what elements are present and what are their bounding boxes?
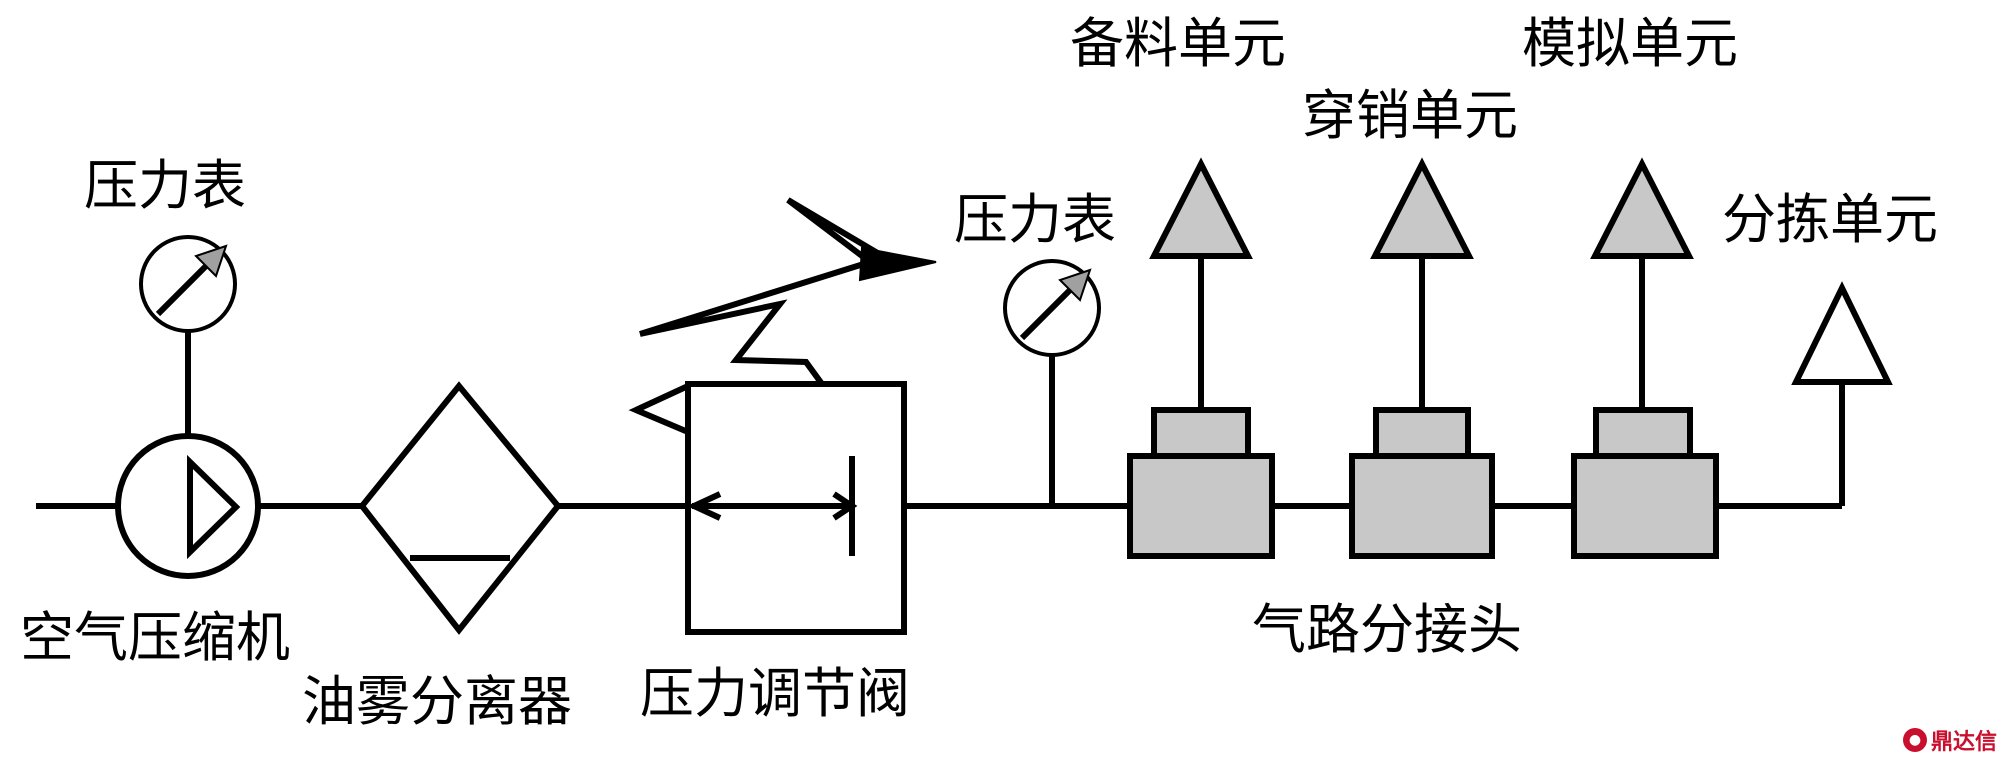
- label-unit-sim: 模拟单元: [1522, 12, 1738, 75]
- label-oil-mist-separator: 油雾分离器: [302, 670, 572, 733]
- label-pressure-gauge-right: 压力表: [954, 188, 1116, 251]
- label-pressure-regulator: 压力调节阀: [640, 662, 910, 725]
- main-air-line: [36, 382, 1845, 509]
- watermark-text: 鼎达信: [1930, 730, 1997, 755]
- air-compressor-symbol: [115, 433, 261, 579]
- label-unit-sort: 分拣单元: [1722, 188, 1938, 251]
- watermark-logo-icon: ●: [1902, 728, 1927, 752]
- label-air-manifold: 气路分接头: [1252, 598, 1522, 661]
- oil-mist-separator-symbol: [358, 381, 562, 635]
- label-unit-pin: 穿销单元: [1302, 84, 1518, 147]
- air-manifold-3: [1571, 157, 1719, 559]
- pressure-gauge-left: [139, 235, 237, 436]
- pressure-gauge-right: [1003, 259, 1101, 506]
- air-manifold-1: [1127, 157, 1275, 559]
- label-pressure-gauge-left: 压力表: [84, 154, 246, 217]
- label-unit-prep: 备料单元: [1070, 12, 1286, 75]
- sorting-unit-outlet: [1791, 281, 1893, 385]
- watermark: ● 鼎达信: [1902, 724, 1997, 756]
- air-manifold-2: [1349, 157, 1495, 559]
- label-air-compressor: 空气压缩机: [20, 606, 290, 669]
- pressure-regulator-symbol: [628, 197, 937, 635]
